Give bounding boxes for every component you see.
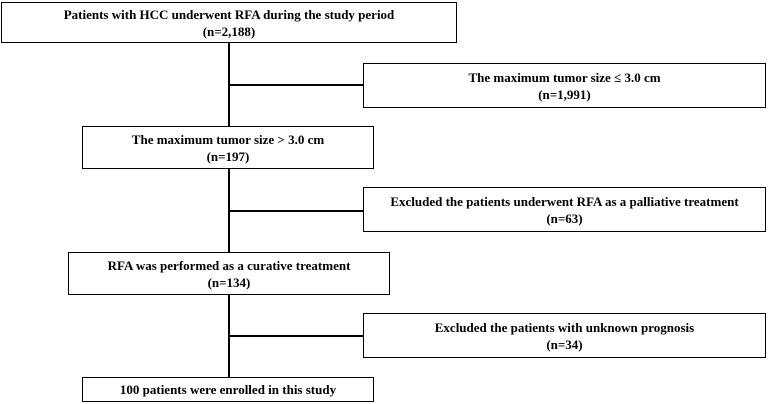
box-text-line1: Excluded the patients underwent RFA as a… (390, 193, 739, 209)
flow-box-initial-cohort: Patients with HCC underwent RFA during t… (1, 2, 457, 43)
exclusion-box-unknown-prognosis: Excluded the patients with unknown progn… (363, 313, 766, 358)
box-text-count: (n=34) (546, 336, 583, 352)
box-text-line1: The maximum tumor size > 3.0 cm (131, 131, 325, 147)
flow-box-enrolled: 100 patients were enrolled in this study (82, 377, 374, 402)
box-text-count: (n=1,991) (538, 86, 591, 102)
box-text-line1: The maximum tumor size ≤ 3.0 cm (468, 69, 661, 85)
exclusion-connector-3 (228, 335, 364, 337)
exclusion-connector-2 (228, 210, 364, 212)
box-text-line1: Patients with HCC underwent RFA during t… (63, 6, 395, 22)
box-text-line1: RFA was performed as a curative treatmen… (107, 257, 351, 273)
exclusion-box-palliative: Excluded the patients underwent RFA as a… (363, 187, 766, 232)
flow-box-curative: RFA was performed as a curative treatmen… (68, 252, 390, 295)
exclusion-box-size-le3: The maximum tumor size ≤ 3.0 cm (n=1,991… (363, 63, 766, 108)
box-text-line1: 100 patients were enrolled in this study (119, 382, 337, 397)
flow-box-size-gt3: The maximum tumor size > 3.0 cm (n=197) (82, 126, 374, 169)
box-text-count: (n=2,188) (202, 23, 256, 39)
box-text-count: (n=63) (546, 210, 583, 226)
box-text-count: (n=197) (206, 148, 250, 164)
exclusion-connector-1 (228, 84, 364, 86)
box-text-count: (n=134) (207, 274, 251, 290)
box-text-line1: Excluded the patients with unknown progn… (434, 319, 695, 335)
